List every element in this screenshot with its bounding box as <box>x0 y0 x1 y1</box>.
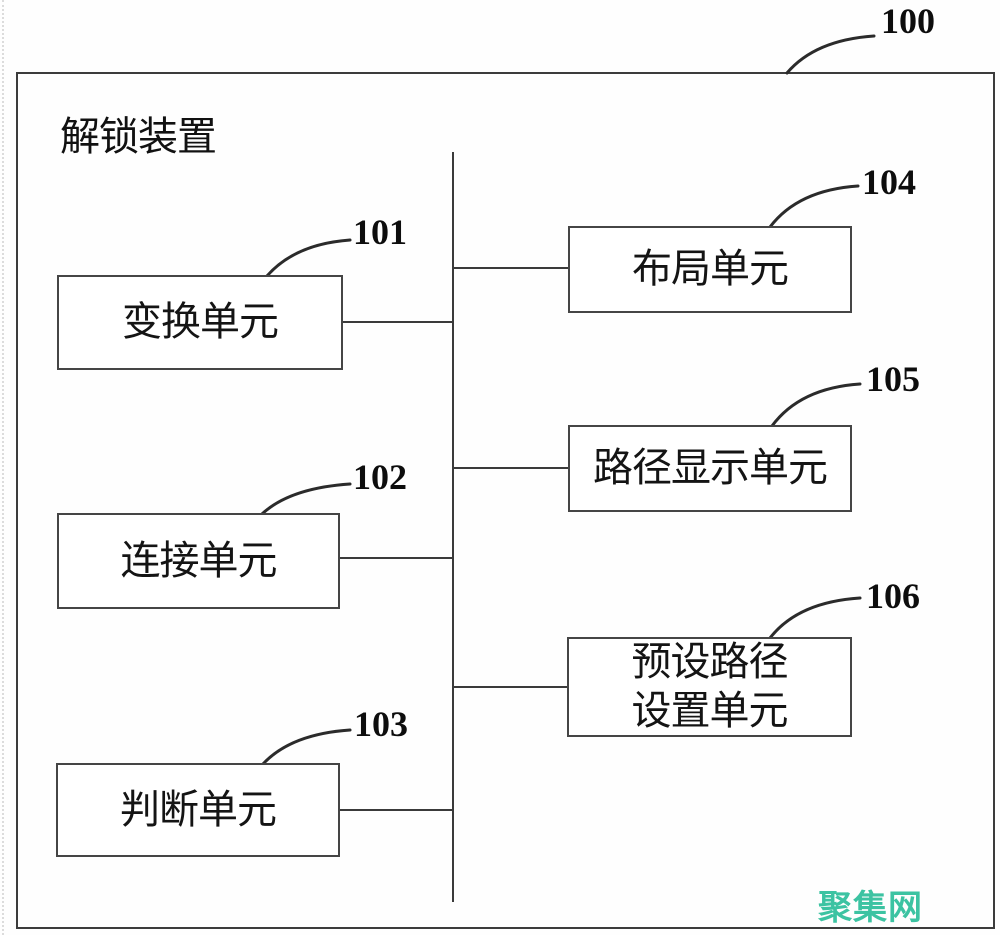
ref-label-104: 104 <box>862 162 916 202</box>
ref-label-100: 100 <box>881 1 935 41</box>
unit-label-layout: 布局单元 <box>632 246 789 292</box>
unit-box-preset-path-setting: 预设路径 设置单元 <box>567 637 852 737</box>
unit-label-preset-path-line1: 预设路径 <box>631 639 789 685</box>
leader-curve-100 <box>785 34 876 75</box>
diagram-title: 解锁装置 <box>60 114 217 159</box>
ref-label-106: 106 <box>866 576 920 616</box>
ref-label-105: 105 <box>866 359 920 399</box>
unit-box-path-display: 路径显示单元 <box>568 425 852 512</box>
unit-label-connect: 连接单元 <box>120 537 278 583</box>
unit-box-judge: 判断单元 <box>56 763 340 857</box>
ref-label-102: 102 <box>353 457 407 497</box>
page-edge-artifact <box>2 0 4 935</box>
ref-label-103: 103 <box>354 704 408 744</box>
unit-label-preset-path-line2: 设置单元 <box>631 688 789 733</box>
unit-box-layout: 布局单元 <box>568 226 852 313</box>
device-outer-box <box>16 72 995 929</box>
unit-label-judge: 判断单元 <box>120 786 277 832</box>
unit-label-path-display: 路径显示单元 <box>593 445 828 491</box>
unit-box-transform: 变换单元 <box>57 275 343 370</box>
ref-label-101: 101 <box>353 212 407 252</box>
site-watermark: 聚集网 <box>818 889 923 927</box>
unit-box-connect: 连接单元 <box>57 513 340 609</box>
unit-label-transform: 变换单元 <box>122 299 279 345</box>
